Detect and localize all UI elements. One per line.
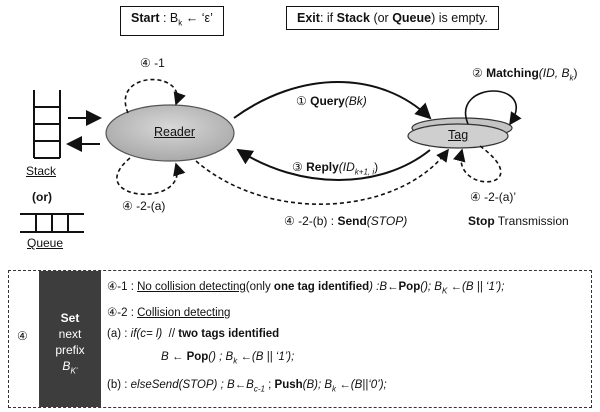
l2-u: Collision detecting bbox=[137, 307, 231, 319]
l3-a: (a) : bbox=[107, 328, 131, 340]
legend-step-symbol: ④ bbox=[17, 329, 28, 343]
state-diagram bbox=[20, 78, 522, 233]
side-bsub: K’ bbox=[70, 366, 78, 376]
reply-num: ③ bbox=[292, 160, 303, 174]
legend-line-2: ④-2 : Collision detecting bbox=[107, 305, 230, 319]
exit-text-1: : if bbox=[319, 11, 337, 25]
l2-num: ④-2 : bbox=[107, 307, 138, 319]
send-stop-arrow bbox=[195, 148, 449, 205]
queue-label: Queue bbox=[27, 236, 64, 250]
l1-sub: K bbox=[441, 286, 448, 296]
l5-c: ; bbox=[264, 379, 275, 391]
l5-e: ←(B||‘0’); bbox=[336, 379, 387, 391]
l1-u: No collision detecting bbox=[137, 281, 246, 293]
query-arrow bbox=[233, 81, 432, 120]
legend-line-3: (a) : if(c= l) // two tags identified bbox=[107, 328, 279, 340]
tag-loop-2a-prime bbox=[452, 145, 502, 183]
l5-sub: c-1 bbox=[253, 384, 265, 394]
or-label: (or) bbox=[32, 190, 52, 204]
matching-label: ② Matching(ID, Bk) bbox=[472, 66, 577, 82]
query-label: ① Query(Bk) bbox=[296, 94, 367, 108]
legend-line-1: ④-1 : No collision detecting(only one ta… bbox=[107, 279, 504, 295]
reader-loop-2a bbox=[116, 157, 186, 196]
exit-text-3: ) is empty. bbox=[431, 11, 488, 25]
query-fn: Query bbox=[310, 94, 345, 108]
case-2b-fn: Send bbox=[337, 214, 367, 228]
tag-node bbox=[407, 123, 509, 149]
start-value: ← ‘ε’ bbox=[185, 11, 213, 25]
query-num: ① bbox=[296, 94, 307, 108]
exit-label: Exit bbox=[297, 11, 320, 25]
reply-arg: (ID bbox=[338, 160, 355, 174]
l3-bold: two tags identified bbox=[178, 328, 280, 340]
matching-arg: (ID, B bbox=[538, 66, 570, 80]
l5-a: (b) : bbox=[107, 379, 131, 391]
exit-box: Exit: if Stack (or Queue) is empty. bbox=[286, 6, 499, 30]
l3-if: if(c= l) bbox=[130, 328, 163, 340]
legend-side-panel: Set next prefix BK’ bbox=[39, 271, 101, 407]
start-box: Start : Bk ← ‘ε’ bbox=[120, 6, 224, 36]
l4-a: B ← bbox=[161, 351, 187, 363]
reply-fn: Reply bbox=[306, 160, 339, 174]
side-bk: BK’ bbox=[39, 359, 101, 375]
side-prefix: prefix bbox=[55, 343, 85, 357]
matching-num: ② bbox=[472, 66, 483, 80]
matching-fn: Matching bbox=[486, 66, 539, 80]
exit-text-2: (or bbox=[369, 11, 393, 25]
l5-sub2: k bbox=[332, 384, 337, 394]
matching-close: ) bbox=[573, 66, 578, 80]
matching-sub: k bbox=[569, 73, 574, 83]
l1-pop: Pop bbox=[398, 281, 421, 293]
stack-icon bbox=[33, 90, 61, 159]
self-loop-label: ④ -1 bbox=[140, 56, 165, 70]
reply-close: ) bbox=[374, 160, 379, 174]
case-2b-prefix: ④ -2-(b) : bbox=[284, 214, 338, 228]
l5-else: elseSend bbox=[130, 379, 179, 391]
side-next: next bbox=[58, 327, 82, 341]
reader-label: Reader bbox=[154, 125, 195, 139]
legend-box: ④ Set next prefix BK’ ④-1 : No collision… bbox=[8, 270, 592, 408]
reply-arrow bbox=[236, 148, 431, 181]
l1-e: ←(B || ‘1’); bbox=[447, 281, 505, 293]
reply-label: ③ Reply(IDk+1, i) bbox=[292, 160, 378, 176]
case-2a-prime-label: ④ -2-(a)’ bbox=[470, 190, 517, 204]
l3-b: // bbox=[162, 328, 179, 340]
l5-push: Push bbox=[274, 379, 303, 391]
case-2b-label: ④ -2-(b) : Send(STOP) bbox=[284, 214, 407, 228]
exit-queue: Queue bbox=[392, 11, 432, 25]
l4-pop: Pop bbox=[186, 351, 209, 363]
tag-label: Tag bbox=[448, 128, 469, 142]
exit-stack: Stack bbox=[336, 11, 370, 25]
legend-line-4: B ← Pop() ; Bk ←(B || ‘1’); bbox=[161, 351, 294, 365]
l1-a: (only bbox=[245, 281, 274, 293]
case-2b-arg: (STOP) bbox=[366, 214, 408, 228]
stack-label: Stack bbox=[26, 164, 57, 178]
query-arg: (Bk) bbox=[344, 94, 367, 108]
l1-d: (); B bbox=[420, 281, 442, 293]
start-label: Start bbox=[131, 11, 160, 25]
legend-line-5: (b) : elseSend(STOP) ; B←Bc-1 ; Push(B);… bbox=[107, 379, 387, 393]
l5-b: (STOP) ; B←B bbox=[178, 379, 254, 391]
l5-d: (B); B bbox=[302, 379, 333, 391]
l1-b: one tag identified bbox=[273, 281, 370, 293]
reply-sub: k+1, i bbox=[354, 167, 375, 177]
l4-c: ←(B || ‘1’); bbox=[237, 351, 295, 363]
start-sub: k bbox=[178, 18, 183, 28]
stop-rest: Transmission bbox=[494, 214, 569, 228]
side-set: Set bbox=[60, 311, 80, 325]
l4-b: () ; B bbox=[208, 351, 234, 363]
stop-transmission-label: Stop Transmission bbox=[468, 214, 569, 228]
l1-num: ④-1 : bbox=[107, 281, 138, 293]
queue-icon bbox=[20, 213, 84, 233]
start-assign: : B bbox=[162, 11, 179, 25]
reader-node bbox=[105, 104, 235, 162]
l1-c: ) :B← bbox=[369, 281, 399, 293]
tag-matching-loop bbox=[464, 90, 522, 126]
side-b: B bbox=[62, 359, 71, 373]
l4-sub: k bbox=[233, 356, 238, 366]
legend-step-column: ④ bbox=[9, 271, 40, 407]
stop-bold: Stop bbox=[468, 214, 495, 228]
case-2a-label: ④ -2-(a) bbox=[122, 199, 166, 213]
